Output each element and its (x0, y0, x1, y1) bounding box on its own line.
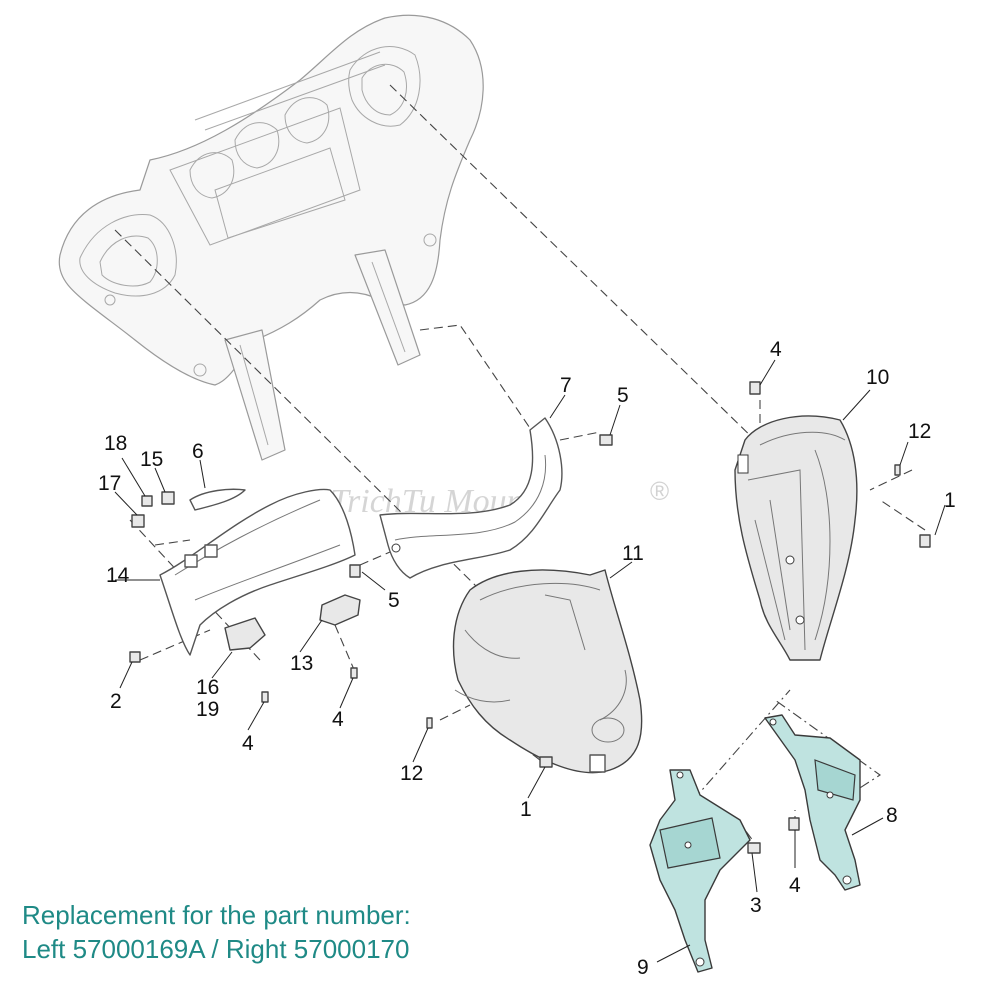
fastener-17 (131, 514, 145, 528)
callout-17: 17 (98, 472, 121, 495)
inner-fairing (58, 14, 484, 461)
fastener-15 (161, 491, 175, 505)
callout-12-center: 12 (400, 762, 423, 785)
fastener-1-center (539, 756, 553, 768)
callout-9: 9 (637, 956, 649, 979)
callout-4-bracket: 4 (789, 874, 801, 897)
callout-18: 18 (104, 432, 127, 455)
callout-numbers: 1 12 10 4 5 7 11 5 18 15 6 17 14 2 16 19… (98, 338, 956, 979)
lower-cover-part-14 (159, 488, 356, 656)
callout-4-top: 4 (770, 338, 782, 361)
heat-shield-part-7 (379, 417, 563, 579)
callout-7: 7 (560, 374, 572, 397)
callout-19: 19 (196, 698, 219, 721)
speaker-enclosure-part-11 (452, 569, 643, 774)
fastener-5-top (599, 434, 613, 446)
fastener-1-right (919, 534, 931, 548)
callout-3: 3 (750, 894, 762, 917)
mounting-bracket-part-8 (764, 714, 861, 891)
callout-14: 14 (106, 564, 130, 587)
speaker-enclosure-part-10 (734, 415, 858, 661)
switch-part-16 (224, 617, 266, 651)
fastener-3 (747, 842, 761, 854)
fastener-5-left (349, 564, 361, 578)
callout-16: 16 (196, 676, 219, 699)
fastener-2 (129, 651, 141, 663)
fastener-4-top (749, 381, 761, 395)
callout-10: 10 (866, 366, 889, 389)
fastener-4-middle (350, 667, 358, 679)
callout-4-middle: 4 (332, 708, 344, 731)
fastener-4-bracket (788, 817, 800, 831)
fastener-12-right (894, 464, 901, 476)
callout-1-center: 1 (520, 798, 532, 821)
callout-5-left: 5 (388, 589, 400, 612)
caption-line-2: Left 57000169A / Right 57000170 (22, 934, 410, 964)
fasteners (129, 381, 931, 854)
callout-4-left: 4 (242, 732, 254, 755)
bracket-part-13 (319, 594, 361, 626)
callout-11: 11 (622, 542, 644, 565)
callout-1-right: 1 (944, 489, 956, 512)
clip-part-6 (189, 488, 246, 511)
caption-line-1: Replacement for the part number: (22, 900, 411, 930)
callout-13: 13 (290, 652, 313, 675)
callout-6: 6 (192, 440, 204, 463)
fastener-12-center (426, 717, 433, 729)
callout-2: 2 (110, 690, 122, 713)
fastener-4-left (261, 691, 269, 703)
callout-15: 15 (140, 448, 163, 471)
mounting-bracket-part-9 (649, 769, 751, 973)
callout-5-top: 5 (617, 384, 629, 407)
callout-8: 8 (886, 804, 898, 827)
watermark-registered-symbol: ® (650, 476, 669, 506)
callout-12-right: 12 (908, 420, 931, 443)
fastener-18 (141, 495, 153, 507)
leader-lines (114, 359, 946, 963)
